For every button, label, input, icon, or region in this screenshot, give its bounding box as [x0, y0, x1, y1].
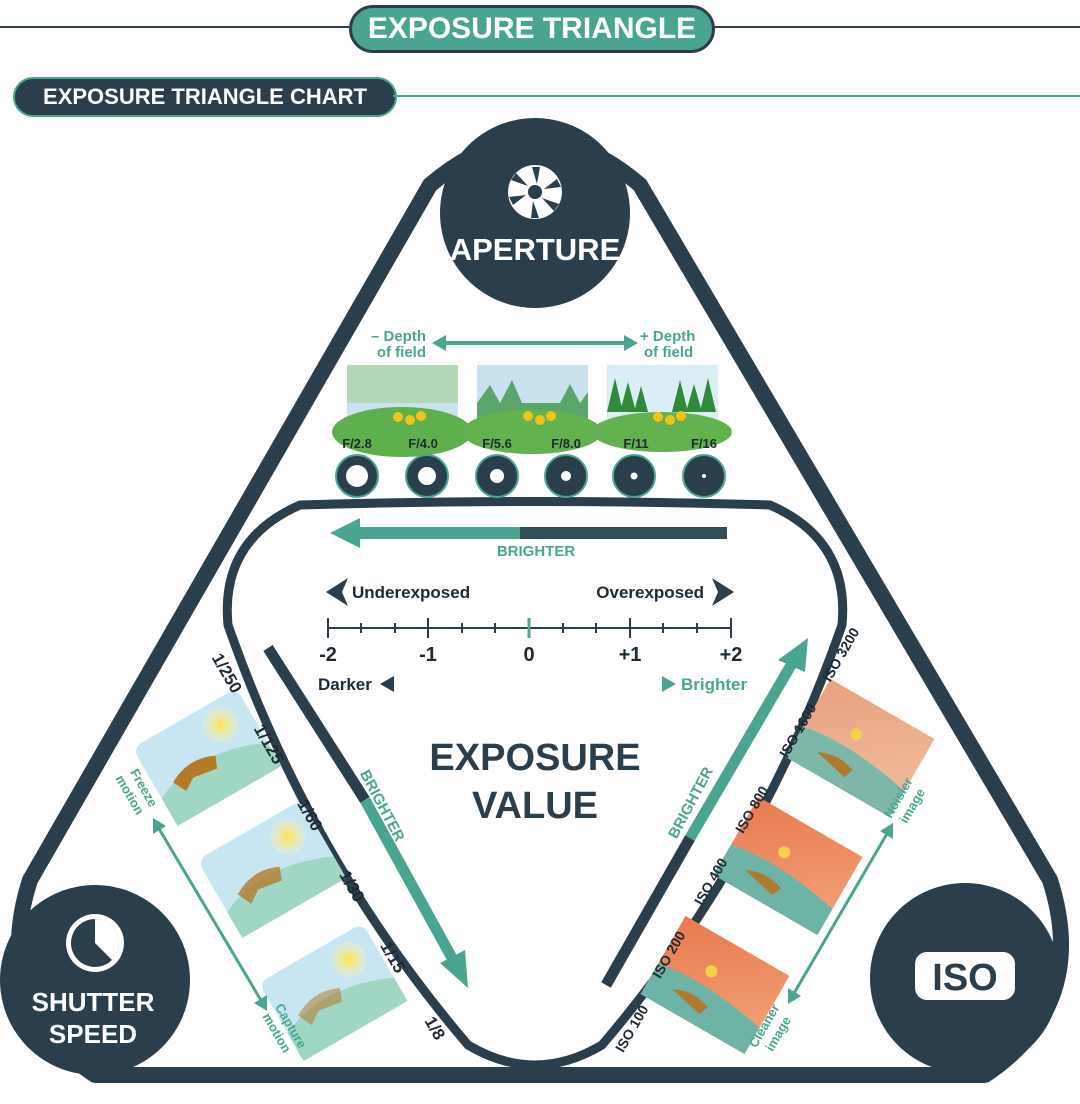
fstop-label: F/16: [691, 436, 717, 451]
ev-tick-label: -1: [419, 644, 437, 666]
ev-tick-label: +1: [619, 644, 642, 666]
shutter-image-medium: [200, 803, 347, 938]
less-depth-label-2: of field: [377, 344, 426, 361]
ev-tick-label: +2: [720, 644, 743, 666]
iso-label: ISO: [932, 957, 997, 999]
shutter-brighter-arrow: [263, 645, 468, 988]
iso-image-mid: [713, 797, 863, 935]
lens-opening-icon: [475, 454, 519, 498]
fstop-label: F/2.8: [342, 436, 372, 451]
darker-label: Darker: [318, 675, 372, 694]
dof-image-medium: [462, 365, 602, 454]
lens-opening-icon: [544, 454, 588, 498]
aperture-icon: [508, 165, 562, 219]
overexposed-chevron-icon: [712, 578, 734, 606]
shutter-image-fast: [136, 691, 282, 826]
ev-tick-label: -2: [319, 644, 337, 666]
more-depth-label-2: of field: [644, 344, 693, 361]
timer-icon: [66, 914, 124, 972]
lens-opening-icon: [335, 454, 379, 498]
fstop-label: F/4.0: [408, 436, 438, 451]
motion-arrow: [153, 818, 267, 1011]
darker-brighter-arrow: [380, 676, 676, 692]
noise-arrow: [788, 823, 893, 1004]
aperture-badge: APERTURE: [440, 118, 630, 308]
dof-image-shallow: [332, 365, 472, 457]
top-brighter-label: BRIGHTER: [497, 543, 576, 560]
chart-subtitle: EXPOSURE TRIANGLE CHART: [13, 77, 397, 117]
brighter-label: Brighter: [681, 675, 748, 694]
iso-brighter-arrow: [601, 638, 808, 988]
page-title: EXPOSURE TRIANGLE: [349, 5, 715, 53]
exposure-value-title-1: EXPOSURE: [429, 737, 640, 779]
more-depth-label-1: + Depth: [640, 328, 695, 345]
exposure-value-title-2: VALUE: [472, 785, 598, 827]
title-rule-left: [0, 26, 349, 28]
fstop-label: F/5.6: [482, 436, 512, 451]
iso-badge: ISO: [870, 883, 1060, 1073]
depth-of-field-arrow: [432, 335, 638, 351]
underexposed-chevron-icon: [326, 578, 348, 606]
dof-image-deep: [592, 365, 732, 452]
shutter-speed-label-1: SHUTTER: [32, 987, 155, 1017]
subtitle-rule: [393, 95, 1080, 97]
shutter-speed-badge: SHUTTER SPEED: [0, 885, 190, 1075]
fstop-label: F/11: [623, 436, 648, 451]
iso-image-low: [640, 916, 790, 1054]
lens-openings: [335, 454, 726, 498]
underexposed-label: Underexposed: [352, 583, 470, 602]
ev-tick-label: 0: [523, 644, 534, 666]
shutter-speed-label-2: SPEED: [49, 1019, 137, 1049]
title-rule-right: [712, 26, 1080, 28]
iso-image-high: [785, 679, 935, 817]
lens-opening-icon: [612, 454, 656, 498]
shutter-image-slow: [262, 926, 408, 1061]
less-depth-label-1: – Depth: [371, 328, 426, 345]
aperture-label: APERTURE: [450, 232, 621, 267]
lens-opening-icon: [682, 454, 726, 498]
top-brighter-arrow: [330, 518, 727, 548]
ev-scale: [327, 618, 732, 638]
fstop-label: F/8.0: [551, 436, 581, 451]
overexposed-label: Overexposed: [596, 583, 704, 602]
lens-opening-icon: [405, 454, 449, 498]
